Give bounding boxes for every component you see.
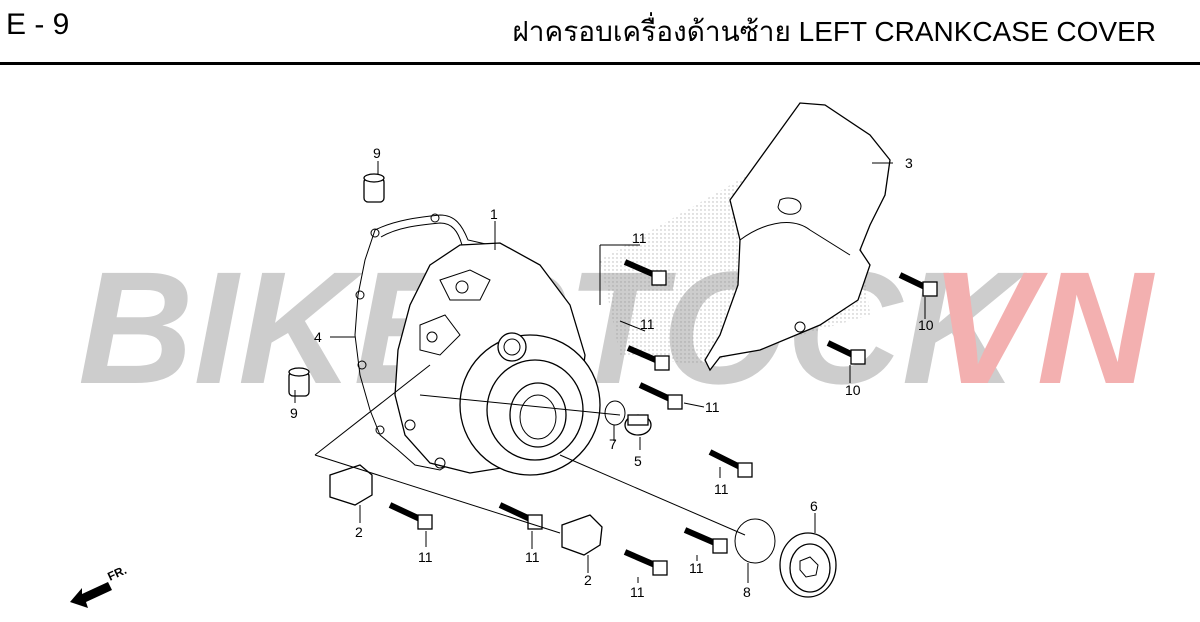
callout-5: 5 [634, 453, 642, 469]
front-direction-label: FR. [105, 563, 128, 584]
callout-11-c: 11 [705, 399, 720, 415]
callout-9-lower: 9 [290, 405, 298, 421]
callout-11-e: 11 [418, 549, 433, 565]
dowel-pin-upper [363, 173, 385, 203]
callout-10-upper: 10 [918, 317, 934, 333]
bolts [388, 259, 938, 576]
page-title: ฝาครอบเครื่องด้านซ้าย LEFT CRANKCASE COV… [512, 16, 1156, 47]
callout-2-right: 2 [584, 572, 592, 588]
left-crankcase-cover-part [394, 242, 601, 476]
leader-lines [294, 161, 926, 583]
callout-11-f: 11 [525, 549, 540, 565]
callout-6: 6 [810, 498, 818, 514]
cover-part [704, 102, 891, 372]
dowel-pin-lower [288, 367, 310, 397]
callout-4: 4 [314, 329, 322, 345]
cap-part [624, 414, 652, 436]
o-ring-large [734, 518, 776, 564]
parts-diagram: BIKESTOCK VN [70, 102, 1156, 608]
callout-8: 8 [743, 584, 751, 600]
hole-cap-part [779, 532, 837, 598]
clamp-part-left [329, 464, 373, 506]
watermark-text-red: VN [930, 238, 1156, 417]
header-divider [0, 62, 1200, 65]
callout-3: 3 [905, 155, 913, 171]
page-code: E - 9 [6, 8, 70, 41]
callout-1: 1 [490, 206, 498, 222]
clamp-part-right [561, 514, 603, 556]
callout-11-a: 11 [632, 230, 647, 246]
callout-2-left: 2 [355, 524, 363, 540]
callout-11-g: 11 [689, 560, 704, 576]
arrow-icon [70, 582, 112, 608]
gasket-part [354, 214, 576, 471]
callout-labels: 1 2 2 3 4 5 6 7 8 9 9 10 10 11 11 11 11 … [290, 145, 934, 600]
callout-11-d: 11 [714, 481, 729, 497]
callout-11-b: 11 [640, 316, 655, 332]
callout-11-h: 11 [630, 584, 645, 600]
callout-9-upper: 9 [373, 145, 381, 161]
front-direction-indicator: FR. [70, 563, 129, 608]
callout-10-lower: 10 [845, 382, 861, 398]
page-header: E - 9 ฝาครอบเครื่องด้านซ้าย LEFT CRANKCA… [0, 0, 1200, 62]
callout-7: 7 [609, 436, 617, 452]
